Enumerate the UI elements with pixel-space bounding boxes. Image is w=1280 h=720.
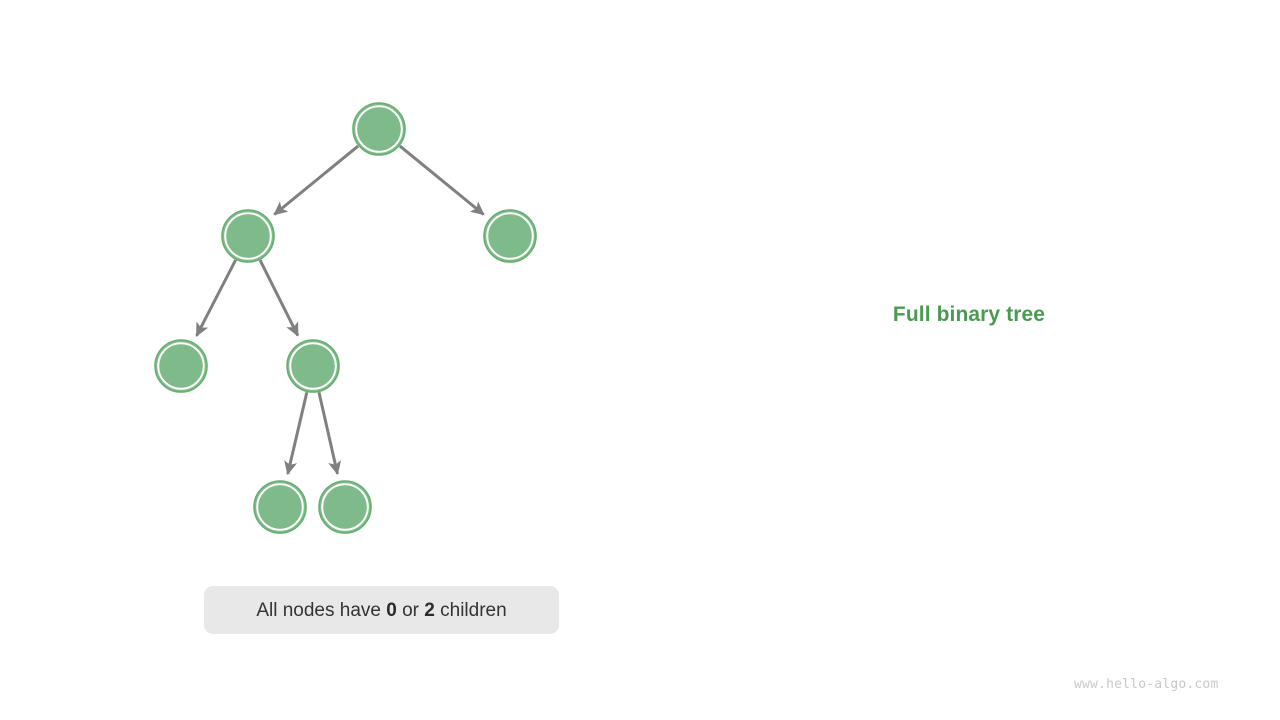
tree-node-white-ring	[355, 105, 403, 153]
node-layer	[154, 102, 537, 534]
tree-node	[286, 339, 340, 393]
page-title: Full binary tree	[892, 303, 1046, 326]
tree-node	[352, 102, 406, 156]
caption-suffix: children	[434, 599, 507, 621]
tree-node-white-ring	[157, 342, 205, 390]
tree-node-fill	[357, 107, 401, 151]
caption-middle: or	[396, 599, 425, 621]
tree-node-fill	[159, 344, 203, 388]
tree-node-fill	[226, 214, 270, 258]
tree-node	[318, 480, 372, 534]
tree-node	[483, 209, 537, 263]
tree-node-white-ring	[321, 483, 369, 531]
tree-edge	[273, 144, 360, 216]
tree-node	[154, 339, 208, 393]
caption-text: All nodes have 0 or 2 children	[256, 601, 506, 620]
tree-node-white-ring	[256, 483, 304, 531]
tree-node-white-ring	[224, 212, 272, 260]
tree-edge	[317, 391, 342, 476]
tree-node-fill	[488, 214, 532, 258]
tree-node-fill	[291, 344, 335, 388]
tree-node	[253, 480, 307, 534]
caption-bold-two: 2	[424, 599, 435, 621]
edge-layer	[195, 144, 485, 476]
tree-edge	[258, 259, 300, 337]
watermark: www.hello-algo.com	[1074, 677, 1219, 692]
tree-node-fill	[323, 485, 367, 529]
tree-node	[221, 209, 275, 263]
tree-node-white-ring	[289, 342, 337, 390]
tree-node-white-ring	[486, 212, 534, 260]
caption-prefix: All nodes have	[256, 599, 387, 621]
tree-edge	[398, 144, 485, 216]
tree-edge	[195, 259, 237, 337]
caption-bold-zero: 0	[386, 599, 397, 621]
tree-edge	[284, 391, 309, 476]
tree-node-fill	[258, 485, 302, 529]
caption-badge: All nodes have 0 or 2 children	[204, 586, 559, 634]
